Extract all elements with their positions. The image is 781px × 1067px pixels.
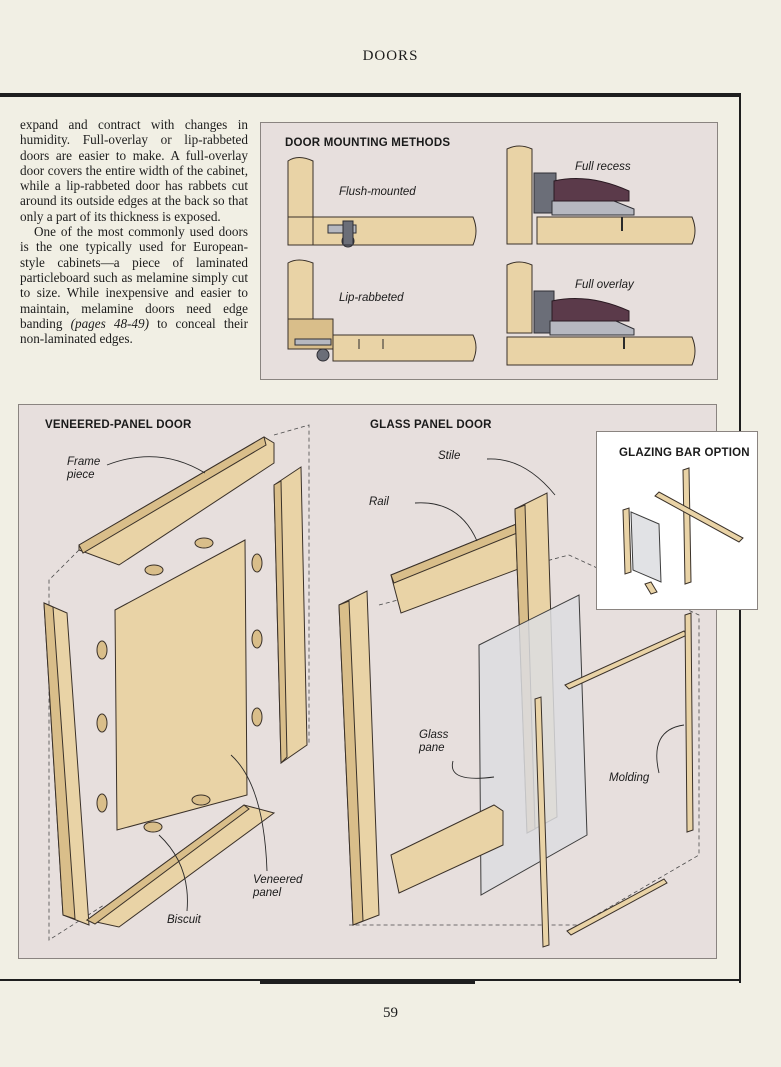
rail-label: Rail <box>369 496 389 508</box>
veneered-panel-door-illustration <box>43 424 310 941</box>
body-paragraph-2: One of the most commonly used doors is t… <box>20 224 248 347</box>
mounting-methods-title: DOOR MOUNTING METHODS <box>285 137 451 149</box>
footer-rule-accent <box>260 979 475 984</box>
glass-panel-door-title: GLASS PANEL DOOR <box>370 419 492 431</box>
full-overlay-label: Full overlay <box>575 279 634 291</box>
molding-label: Molding <box>609 772 650 784</box>
full-overlay-illustration <box>506 261 696 366</box>
stile-label: Stile <box>438 450 461 462</box>
biscuit-label: Biscuit <box>167 914 201 926</box>
glazing-bar-illustration <box>622 467 744 595</box>
lip-rabbeted-illustration <box>287 259 477 362</box>
page-reference: (pages 48-49) <box>70 315 150 331</box>
running-header: DOORS <box>362 48 419 64</box>
header-rule <box>0 93 741 97</box>
flush-mounted-illustration <box>287 157 477 248</box>
door-construction-panel: VENEERED-PANEL DOOR GLASS PANEL DOOR <box>18 404 717 959</box>
frame-piece-label: Frame piece <box>67 456 101 481</box>
body-text: expand and contract with changes in humi… <box>20 117 248 346</box>
glazing-bar-option-panel: GLAZING BAR OPTION <box>596 431 758 610</box>
flush-mounted-label: Flush-mounted <box>339 186 416 198</box>
body-paragraph-1: expand and contract with changes in humi… <box>20 117 248 224</box>
page-number: 59 <box>383 1005 398 1021</box>
glass-panel-door-illustration <box>338 458 700 948</box>
full-recess-label: Full recess <box>575 161 631 173</box>
glazing-bar-option-title: GLAZING BAR OPTION <box>619 447 750 459</box>
lip-rabbeted-label: Lip-rabbeted <box>339 292 404 304</box>
veneered-panel-label: Veneered panel <box>253 874 303 899</box>
mounting-methods-panel: DOOR MOUNTING METHODS Flush-mounted Full… <box>260 122 718 380</box>
full-recess-illustration <box>506 145 696 245</box>
veneered-panel-door-title: VENEERED-PANEL DOOR <box>45 419 192 431</box>
glass-pane-label: Glass pane <box>419 729 449 754</box>
